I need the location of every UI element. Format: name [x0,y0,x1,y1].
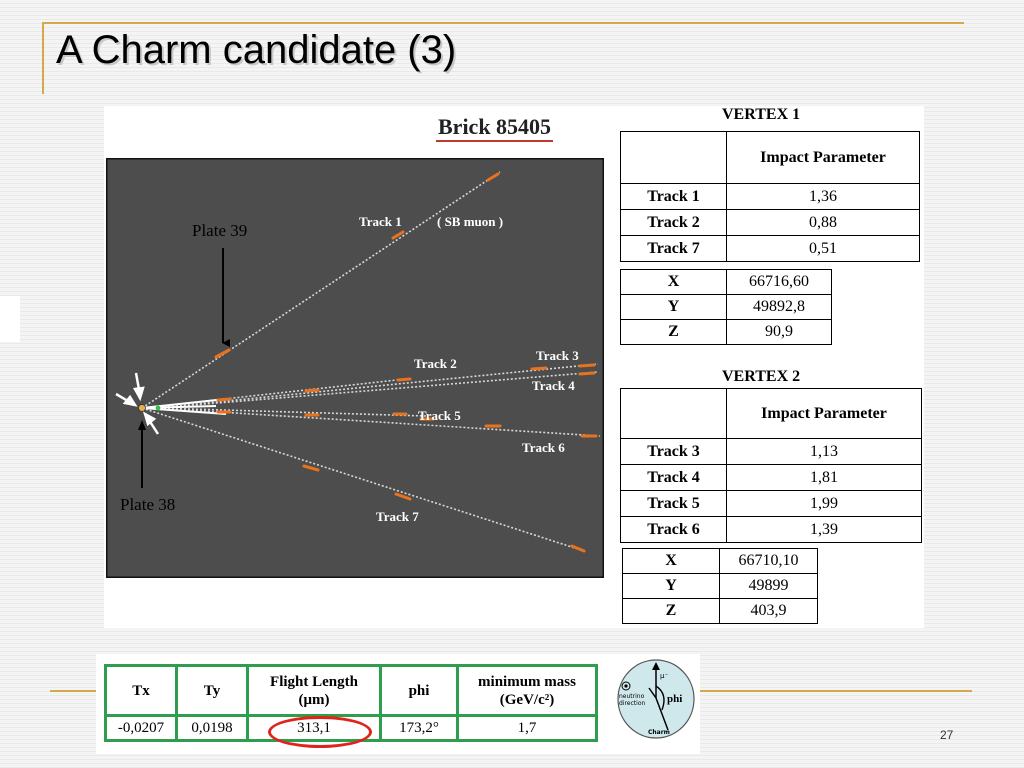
table-row: Track 2 0,88 [620,209,920,236]
plate38-arrowhead [138,420,146,430]
ty-value: 0,0198 [175,714,249,742]
track7-label: Track 7 [376,509,419,524]
track-line-7 [141,407,585,552]
track-name: Track 7 [620,235,727,262]
ty-header: Ty [175,664,249,717]
title-top-rule [42,22,964,24]
coord-value: 403,9 [719,598,818,624]
coord-axis: Y [622,573,720,599]
secondary-vertex [155,405,161,411]
table-row: Track 1 1,36 [620,183,920,210]
phi-header: phi [379,664,459,717]
vertex-pointer-arrows [115,372,160,435]
vertex1-coords-table: X 66716,60 Y 49892,8 Z 90,9 [620,269,832,345]
track-name: Track 5 [620,490,727,517]
track2-label: Track 2 [414,356,457,371]
neutrino-direction-label-line2: direction [619,700,645,707]
min-mass-header-unit: (GeV/c²) [499,691,555,708]
track-line-1 [141,171,501,409]
vertex2-impact-header: Impact Parameter [726,388,922,439]
track-line-4 [155,371,599,409]
mu-label: μ⁻ [660,672,668,680]
coord-value: 49892,8 [726,294,832,320]
flight-length-highlight [268,716,372,748]
impact-value: 1,99 [726,490,922,517]
table-row: Y 49892,8 [620,294,832,320]
plate39-label: Plate 39 [192,221,247,240]
coord-axis: Y [620,294,727,320]
coord-value: 90,9 [726,319,832,345]
display-background [106,158,604,578]
table-row: Z 90,9 [620,319,832,345]
vertex2-impact-table: Impact Parameter Track 3 1,13 Track 4 1,… [620,388,922,543]
flight-length-header: Flight Length (μm) [246,664,382,717]
track-name: Track 3 [620,438,727,465]
impact-value: 0,88 [726,209,920,236]
charm-label: Charm [648,729,670,736]
tx-value: -0,0207 [104,714,178,742]
table-row: Track 3 1,13 [620,438,922,465]
coord-value: 66716,60 [726,269,832,295]
min-mass-header: minimum mass (GeV/c²) [456,664,598,717]
track-name: Track 6 [620,516,727,543]
track3-label: Track 3 [536,348,579,363]
coord-axis: Z [622,598,720,624]
brick-title: Brick 85405 [436,114,554,142]
bottom-rule-left [50,690,98,692]
table-row: Z 403,9 [622,598,818,624]
coord-axis: X [622,548,720,574]
track-line-5 [155,407,427,417]
track-name: Track 2 [620,209,727,236]
impact-value: 0,51 [726,235,920,262]
track6-label: Track 6 [522,440,565,455]
coord-axis: Z [620,319,727,345]
vertex2-coords-table: X 66710,10 Y 49899 Z 403,9 [622,548,818,624]
primary-vertex [138,404,146,412]
table-row: Track 6 1,39 [620,516,922,543]
plate38-label: Plate 38 [120,495,175,514]
impact-value: 1,39 [726,516,922,543]
table-row: Track 4 1,81 [620,464,922,491]
min-mass-value: 1,7 [456,714,598,742]
flight-length-header-label: Flight Length [270,673,358,690]
impact-value: 1,81 [726,464,922,491]
vertex1-impact-table: Impact Parameter Track 1 1,36 Track 2 0,… [620,131,920,262]
charm-phi-diagram: μ⁻ neutrino direction phi Charm [617,659,695,739]
measured-segments [214,172,598,553]
neutrino-direction-label-line1: neutrino [619,693,645,700]
vertex2-title: VERTEX 2 [722,368,801,385]
table-row: Y 49899 [622,573,818,599]
slide-title: A Charm candidate (3) [56,28,457,72]
tracks [141,171,601,552]
track5-label: Track 5 [418,408,461,423]
slide-number: 27 [940,728,954,742]
side-tab [0,296,20,342]
track-name: Track 4 [620,464,727,491]
coord-value: 49899 [719,573,818,599]
coord-axis: X [620,269,727,295]
flight-length-header-unit: (μm) [298,691,330,708]
min-mass-header-label: minimum mass [478,673,576,690]
coord-value: 66710,10 [719,548,818,574]
vertex1-impact-header: Impact Parameter [726,131,920,184]
tx-header: Tx [104,664,178,717]
phi-value: 173,2° [379,714,459,742]
track4-label: Track 4 [532,378,575,393]
event-display: Plate 39 Plate 38 Track 1 ( SB muon ) Tr… [106,158,604,578]
table-row: X 66710,10 [622,548,818,574]
vertex1-title: VERTEX 1 [722,106,801,123]
track1-label: Track 1 [359,214,402,229]
table-row: Track 5 1,99 [620,490,922,517]
table-row: Track 7 0,51 [620,235,920,262]
sb-muon-label: ( SB muon ) [437,214,503,229]
table-row: X 66716,60 [620,269,832,295]
results-table: Tx Ty Flight Length (μm) phi minimum mas… [104,664,598,742]
phi-label: phi [667,693,682,705]
title-left-rule [42,22,44,94]
impact-value: 1,36 [726,183,920,210]
bottom-rule-right [700,690,972,692]
track-name: Track 1 [620,183,727,210]
impact-value: 1,13 [726,438,922,465]
